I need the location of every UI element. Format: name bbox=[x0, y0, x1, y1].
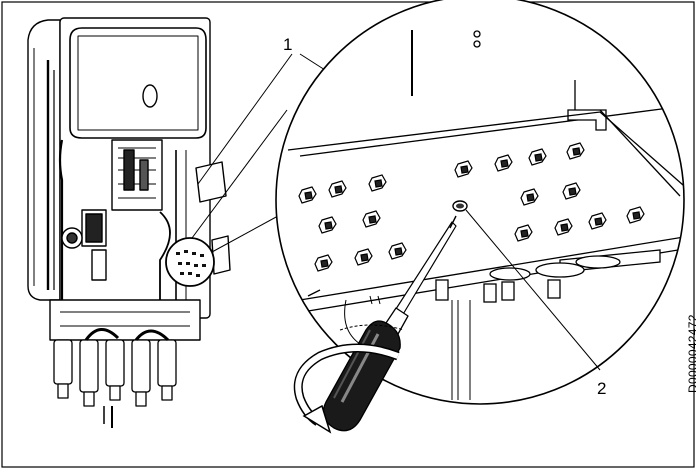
document-id: D0000042472 bbox=[686, 314, 696, 393]
detail-zoom-circle bbox=[275, 0, 685, 405]
zoom-line-bottom bbox=[211, 215, 279, 253]
screw bbox=[452, 200, 468, 212]
device-unit bbox=[27, 17, 231, 428]
zoom-line-top bbox=[191, 109, 288, 239]
callout-label-1: 1 bbox=[283, 35, 293, 54]
callout-label-2: 2 bbox=[597, 379, 607, 398]
rotation-arrow bbox=[293, 324, 405, 434]
leader-line-1a bbox=[197, 53, 293, 185]
tray-clips bbox=[298, 142, 645, 272]
leader-line-2 bbox=[465, 209, 601, 371]
